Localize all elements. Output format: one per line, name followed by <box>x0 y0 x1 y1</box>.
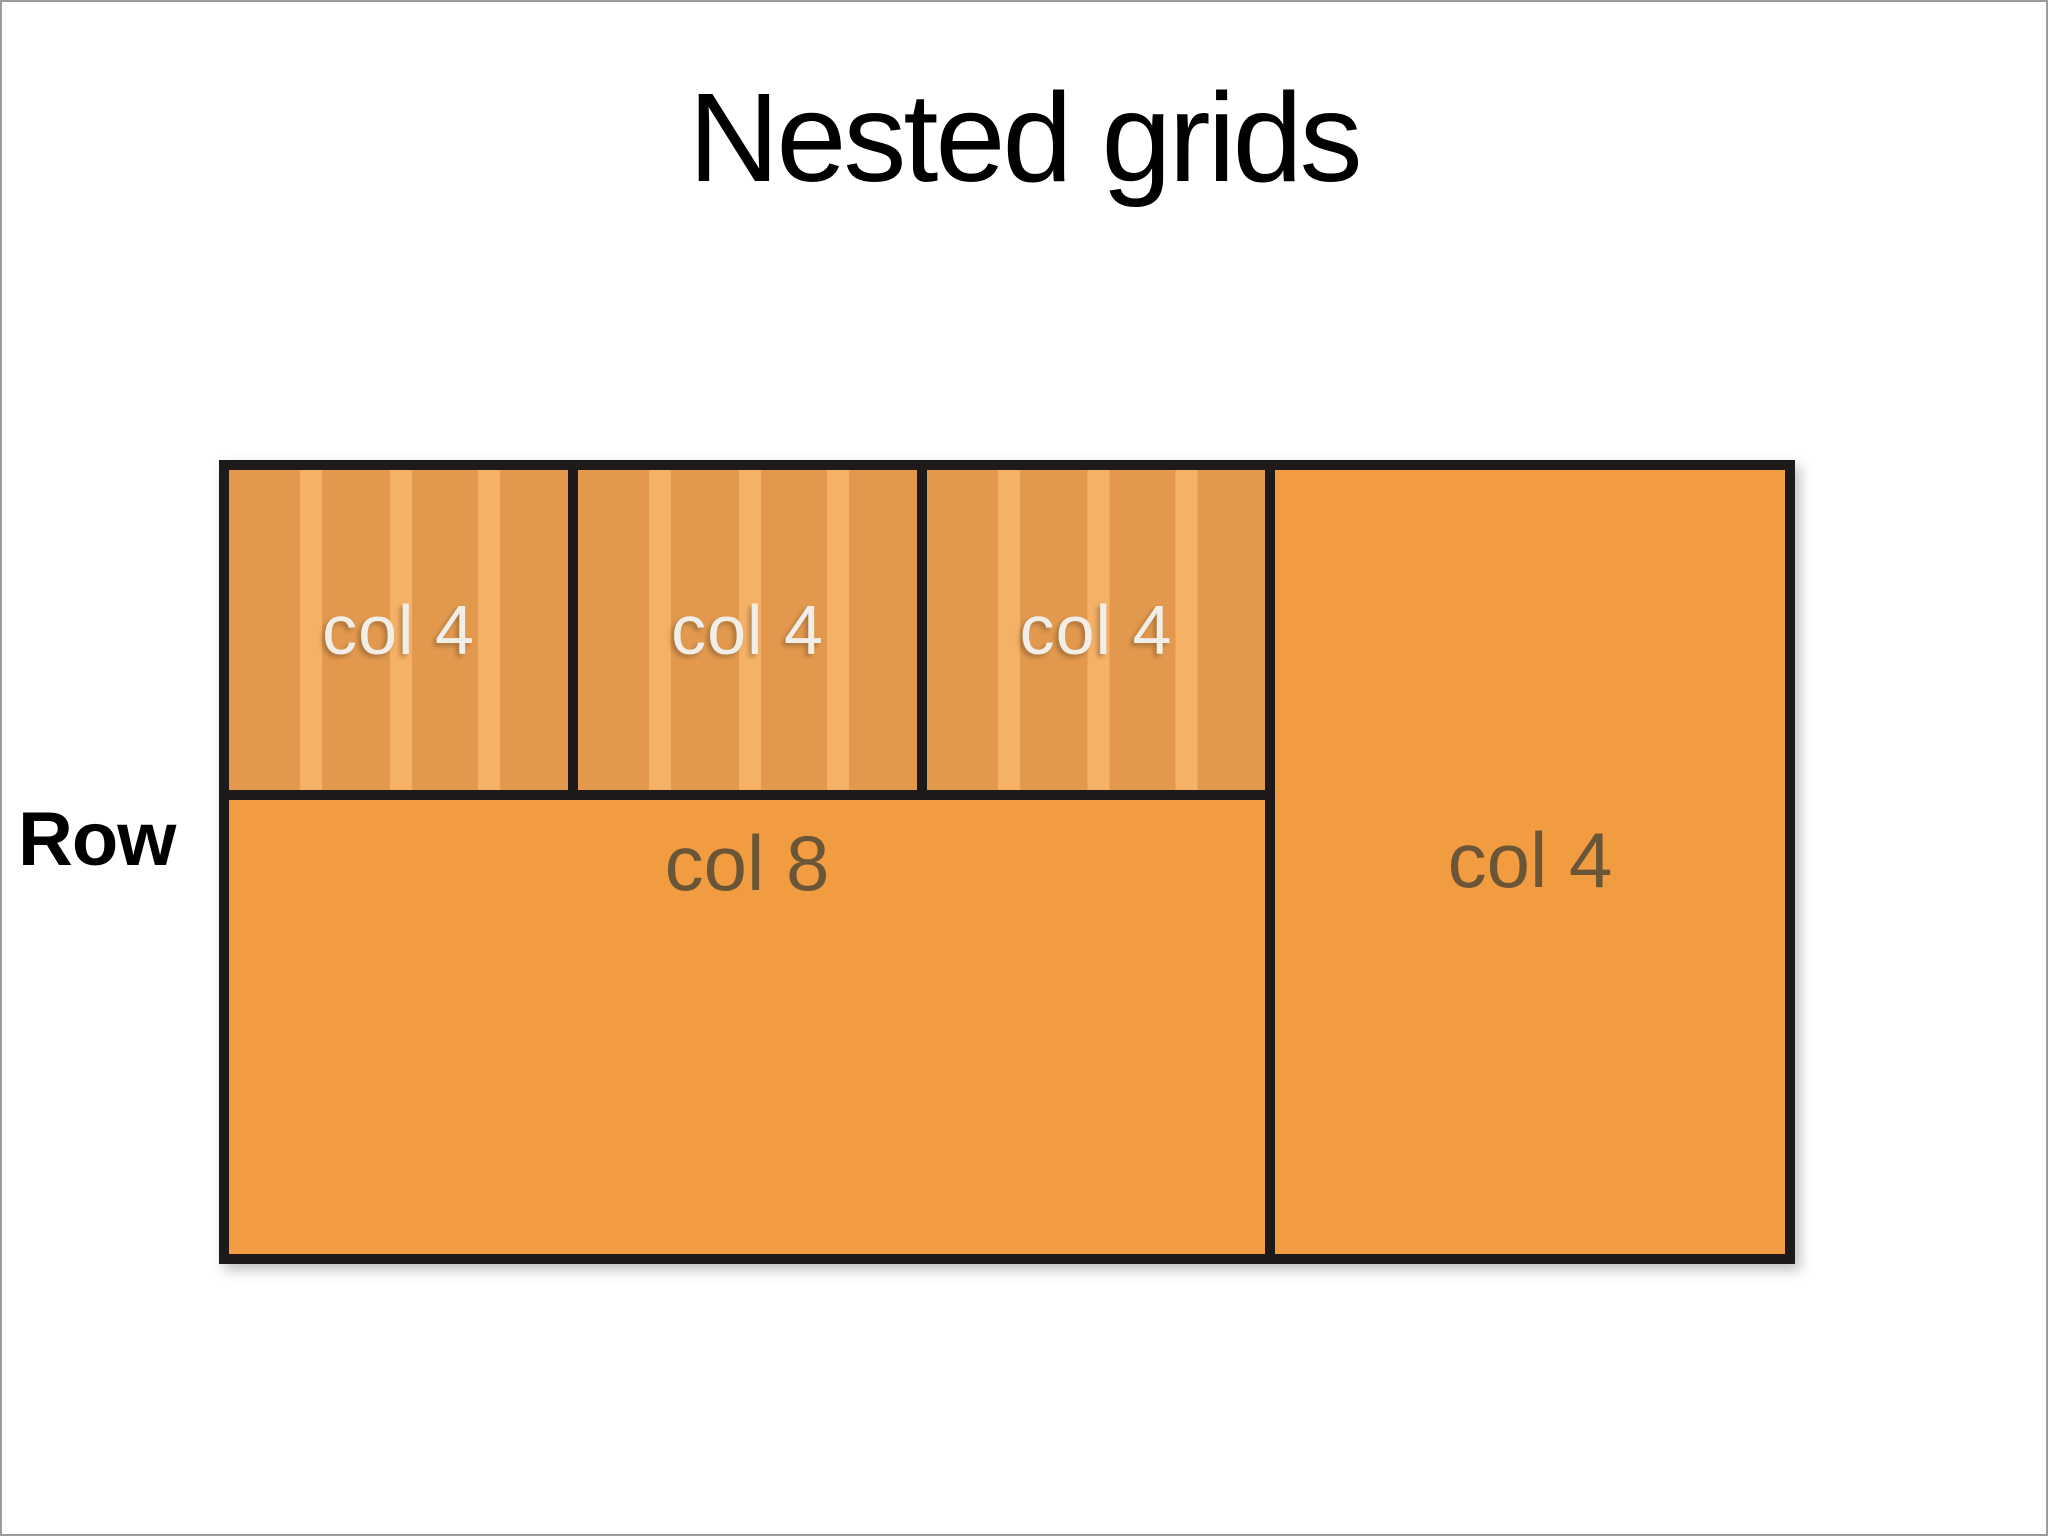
col-8-label: col 8 <box>664 819 830 907</box>
nested-col-4-box-1: col 4 <box>229 470 578 790</box>
nested-col-4-box-2: col 4 <box>578 470 927 790</box>
nested-col-4-label-3: col 4 <box>1019 591 1173 669</box>
col-4-label: col 4 <box>1447 816 1613 904</box>
col-4-box: col 4 <box>1275 470 1785 1254</box>
nested-row: col 4 col 4 col 4 <box>229 470 1265 800</box>
slide-title: Nested grids <box>688 67 1362 208</box>
nested-col-4-label-1: col 4 <box>322 591 475 669</box>
nested-col-4-label-2: col 4 <box>671 591 824 669</box>
grid-left-region: col 4 col 4 col 4 col 8 <box>229 470 1275 1254</box>
nested-col-4-box-3: col 4 <box>927 470 1265 790</box>
col-8-box: col 8 <box>229 800 1265 1254</box>
row-label: Row <box>18 797 176 882</box>
grid-diagram: col 4 col 4 col 4 col 8 col 4 <box>219 460 1795 1264</box>
